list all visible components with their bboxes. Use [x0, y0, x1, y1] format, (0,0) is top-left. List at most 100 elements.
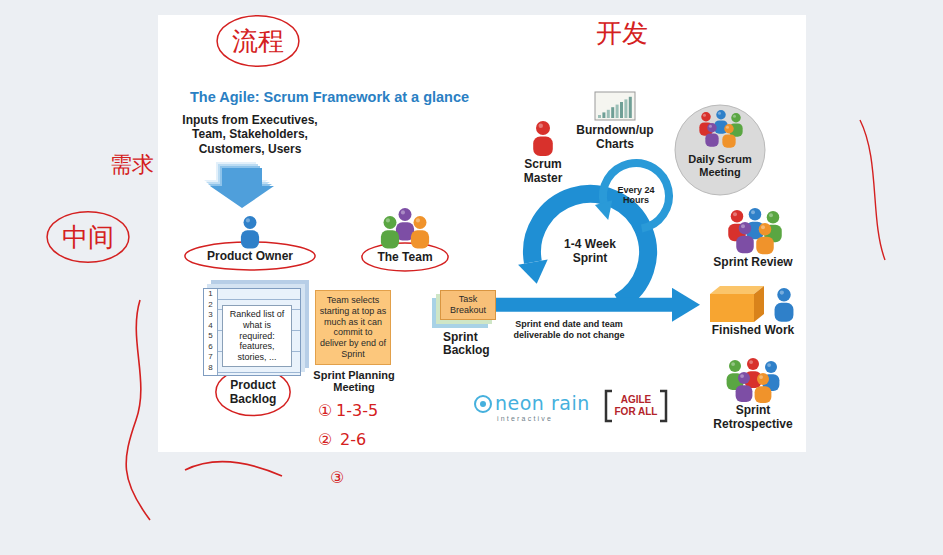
person-head — [724, 124, 734, 134]
person-head — [384, 216, 397, 229]
person-shine — [769, 213, 773, 217]
box-heading: Sprint Planning Meeting — [304, 369, 404, 394]
handwritten-marks — [126, 120, 885, 520]
logo-bracket — [606, 391, 612, 421]
planning-box: Team selects starting at top as much as … — [315, 290, 391, 365]
rank-number: 5 — [204, 331, 217, 342]
deliverable-figure: Finished Work — [700, 282, 806, 338]
logo-text: neon rain — [495, 392, 590, 414]
circle-outline — [674, 104, 766, 196]
figure-label: Finished Work — [700, 324, 806, 338]
person-shine — [761, 225, 765, 229]
person-shine — [749, 360, 753, 364]
cycle-head — [518, 260, 548, 284]
person-head — [701, 112, 711, 122]
rank-number: 2 — [204, 300, 217, 311]
rank-number: 8 — [204, 363, 217, 374]
person-body — [722, 134, 735, 147]
person-shine — [386, 218, 390, 222]
person-head — [747, 358, 759, 370]
figure-art — [360, 207, 450, 251]
chart-bar — [616, 105, 619, 118]
person-body — [736, 385, 753, 402]
handwritten-note: 流程 — [232, 24, 284, 59]
card-background — [158, 15, 806, 452]
chevron — [210, 168, 274, 208]
figure-label: Product Owner — [200, 250, 300, 264]
event-figure: Sprint Review — [700, 208, 806, 270]
person-icon — [705, 123, 718, 147]
pen-stroke — [185, 462, 282, 476]
plain-label: 1-4 Week Sprint — [554, 238, 626, 266]
handwritten-note: 1-3-5 — [336, 401, 378, 420]
sprint-cycle-arrow — [518, 194, 648, 302]
person-icon — [533, 121, 553, 156]
person-body — [411, 230, 429, 248]
cycle-label: Every 24 Hours — [608, 185, 664, 206]
person-shine — [767, 363, 771, 367]
person-body — [736, 236, 754, 254]
event-figure: Sprint Retrospective — [700, 358, 806, 432]
person-icon — [381, 216, 399, 249]
backlog-list: Ranked list of what is required: feature… — [203, 288, 301, 376]
person-shine — [759, 375, 763, 379]
pen-circle — [47, 212, 129, 263]
rank-number: 6 — [204, 342, 217, 353]
box-heading: Product Backlog — [218, 379, 288, 407]
handwritten-note: 2-6 — [340, 430, 366, 449]
figure-label: Sprint Retrospective — [700, 404, 806, 432]
figure-label: Sprint Review — [700, 256, 806, 270]
person-shine — [246, 218, 250, 222]
figure-label: Scrum Master — [505, 158, 581, 186]
rank-number: 3 — [204, 310, 217, 321]
rank-number: 4 — [204, 321, 217, 332]
person-head — [707, 123, 717, 133]
logo-text: interactive — [497, 415, 553, 422]
pen-stroke — [126, 300, 150, 520]
handwritten-number: ③ — [330, 468, 344, 487]
person-shine — [726, 126, 729, 129]
cycle-ring — [603, 163, 669, 229]
person-head — [414, 216, 427, 229]
figure-art — [700, 282, 806, 324]
cycle-ring — [532, 194, 648, 302]
person-icon — [775, 288, 794, 322]
person-shine — [751, 210, 755, 214]
pen-circle — [217, 16, 299, 67]
rank-number: 7 — [204, 352, 217, 363]
person-head — [729, 360, 741, 372]
logo-text: AGILE FOR ALL — [612, 394, 660, 418]
role-figure: Product Owner — [200, 214, 300, 264]
box-text: Team selects starting at top as much as … — [319, 295, 387, 360]
person-head — [244, 216, 257, 229]
pen-circles — [47, 16, 448, 416]
person-body — [775, 303, 794, 322]
handwritten-note: 开发 — [596, 16, 648, 51]
person-head — [757, 373, 769, 385]
person-icon — [411, 216, 429, 249]
person-head — [731, 210, 744, 223]
figure-art — [568, 90, 662, 124]
person-head — [767, 211, 780, 224]
person-head — [759, 223, 772, 236]
person-icon — [736, 372, 753, 402]
meeting-ground — [675, 105, 765, 195]
cycle-label: 1-4 Week Sprint — [554, 238, 626, 266]
person-shine — [539, 124, 543, 128]
logo-bracket — [660, 391, 666, 421]
person-head — [716, 110, 726, 120]
chart-bar — [624, 99, 627, 118]
person-body — [756, 237, 774, 255]
cube-side — [754, 286, 764, 322]
person-shine — [780, 290, 784, 294]
circle-label: Daily Scrum Meeting — [674, 153, 766, 178]
task-card: Task BreakoutSprint Backlog — [440, 290, 496, 320]
team-figure: The Team — [360, 207, 450, 265]
person-head — [731, 113, 741, 123]
input-sources: Inputs from Executives, Team, Stakeholde… — [170, 113, 330, 156]
figure-label: The Team — [360, 251, 450, 265]
figure-art — [200, 214, 300, 250]
handwritten-note: 中间 — [62, 220, 114, 255]
box-text: Ranked list of what is required: feature… — [222, 305, 292, 367]
